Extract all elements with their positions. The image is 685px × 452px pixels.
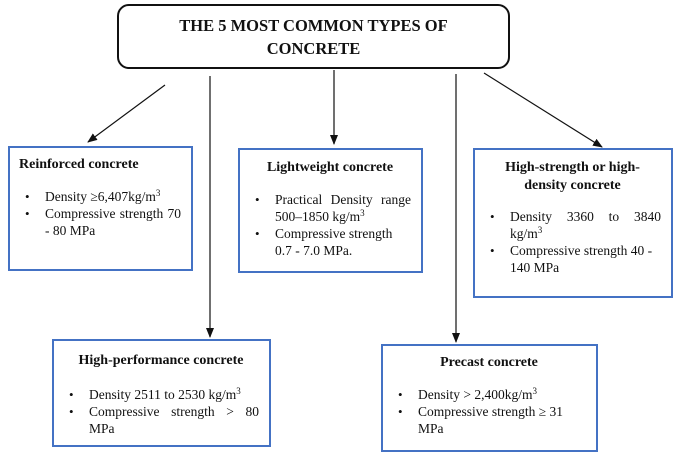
strength-item: Compressive strength ≥ 31 MPa (392, 403, 586, 437)
box-heading: High-strength or high-density concrete (505, 160, 640, 193)
box-heading: Lightweight concrete (266, 160, 394, 175)
box-heading: Precast concrete (440, 355, 538, 370)
diagram-title: THE 5 MOST COMMON TYPES OF CONCRETE (179, 15, 448, 58)
density-item: Density > 2,400kg/m3 (392, 386, 586, 403)
box-heading: High-performance concrete (78, 353, 244, 368)
density-item: Density 3360 to 3840 kg/m3 (484, 208, 661, 242)
strength-item: Compressive strength 0.7 - 7.0 MPa. (249, 225, 411, 259)
density-item: Practical Density range 500–1850 kg/m3 (249, 191, 411, 225)
box-heading: Reinforced concrete (19, 157, 139, 172)
strength-item: Compressive strength > 80 MPa (63, 403, 259, 437)
high-performance-concrete-box: High-performance concrete Density 2511 t… (52, 339, 271, 447)
strength-item: Compressive strength 40 - 140 MPa (484, 242, 661, 276)
arrow-to-highstrength (483, 72, 603, 148)
reinforced-concrete-box: Reinforced concrete Density ≥6,407kg/m3 … (8, 146, 193, 271)
density-item: Density ≥6,407kg/m3 (19, 188, 181, 205)
diagram-title-box: THE 5 MOST COMMON TYPES OF CONCRETE (117, 4, 510, 69)
precast-concrete-box: Precast concrete Density > 2,400kg/m3 Co… (381, 344, 598, 452)
arrow-to-reinforced (87, 84, 166, 143)
density-item: Density 2511 to 2530 kg/m3 (63, 386, 259, 403)
high-strength-concrete-box: High-strength or high-density concrete D… (473, 148, 673, 298)
strength-item: Compressive strength 70 - 80 MPa (19, 205, 181, 239)
lightweight-concrete-box: Lightweight concrete Practical Density r… (238, 148, 423, 273)
